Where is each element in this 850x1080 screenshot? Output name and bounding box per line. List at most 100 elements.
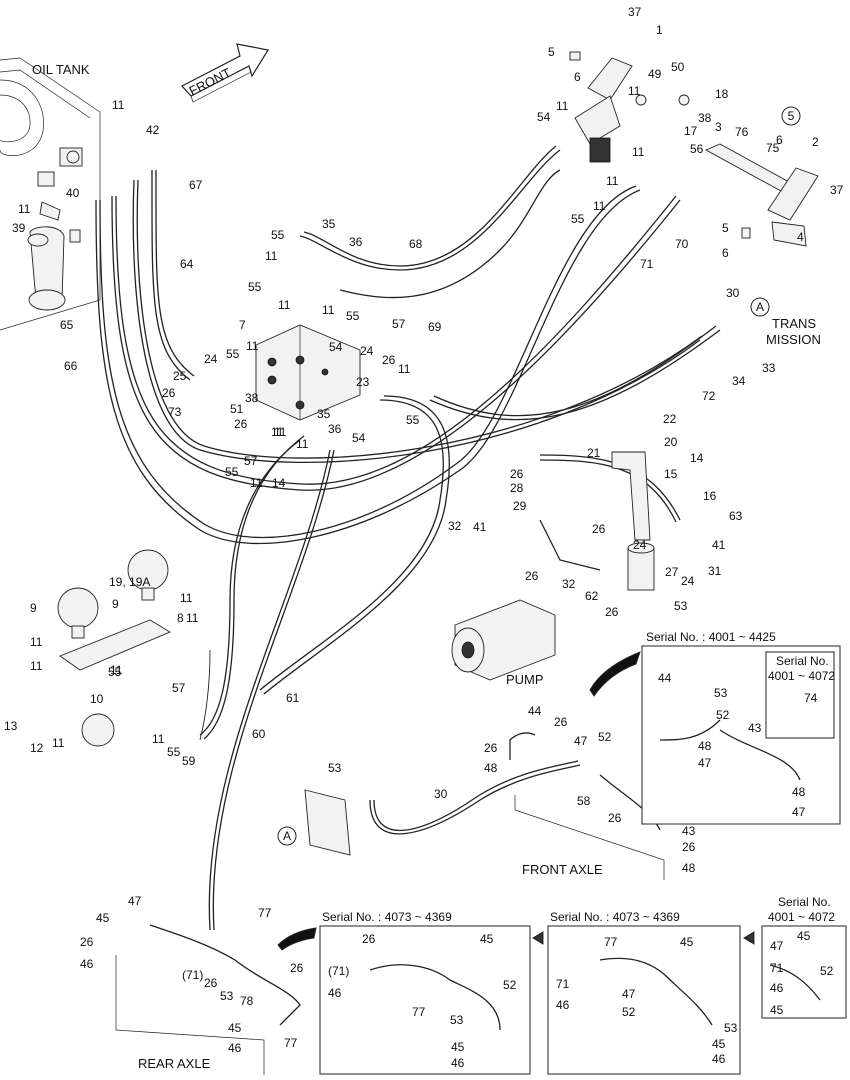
part-number-callout: 11 [606, 174, 619, 188]
part-number-callout: 11 [628, 84, 641, 98]
accumulators [57, 549, 171, 747]
part-number-callout: 33 [762, 361, 776, 375]
part-number-callout: 26 [608, 811, 622, 825]
part-number-callout: 5 [548, 45, 555, 59]
part-number-callout: 4 [797, 230, 804, 244]
part-number-callout: 24 [633, 538, 647, 552]
part-number-callout: 53 [450, 1013, 464, 1027]
part-number-callout: 6 [722, 246, 729, 260]
part-number-callout: 13 [4, 719, 18, 733]
part-number-callout: 26 [382, 353, 396, 367]
part-number-callout: 63 [729, 509, 743, 523]
part-number-callout: 74 [804, 691, 818, 705]
part-number-callout: 66 [64, 359, 78, 373]
control-valve [255, 324, 361, 421]
part-number-callout: 26 [682, 840, 696, 854]
part-number-callout: 53 [674, 599, 688, 613]
part-number-callout: 70 [675, 237, 689, 251]
part-number-callout: 58 [577, 794, 591, 808]
part-number-callout: 26 [80, 935, 94, 949]
part-number-callout: 26 [234, 417, 248, 431]
part-number-callout: 26 [525, 569, 539, 583]
part-number-callout: 46 [228, 1041, 242, 1055]
marker-a-top [750, 297, 770, 317]
part-number-callout: 55 [225, 465, 239, 479]
part-number-callout: 54 [352, 431, 366, 445]
part-number-callout: 52 [598, 730, 612, 744]
part-number-callout: 69 [428, 320, 442, 334]
part-number-callout: 11 [110, 663, 123, 677]
part-number-callout: 34 [732, 374, 746, 388]
part-number-callout: 11 [186, 611, 199, 625]
part-number-callout: 68 [409, 237, 423, 251]
part-number-callout: 24 [204, 352, 218, 366]
part-number-callout: 26 [162, 386, 176, 400]
part-number-callout: 17 [684, 124, 698, 138]
part-number-callout: 2 [812, 135, 819, 149]
mission-label: MISSION [766, 332, 821, 347]
marker-5 [781, 106, 801, 126]
part-number-callout: 43 [748, 721, 762, 735]
serial-labels: Serial No. : 4001 ~ 4425 Serial No. 4001… [322, 630, 835, 924]
part-number-callout: 62 [585, 589, 599, 603]
part-number-callout: 47 [574, 734, 588, 748]
part-number-callout: 55 [571, 212, 585, 226]
part-number-callout: 30 [434, 787, 448, 801]
part-number-callout: 36 [349, 235, 363, 249]
part-number-callout: 41 [473, 520, 487, 534]
part-number-callout: 46 [770, 981, 784, 995]
part-number-callout: 31 [708, 564, 722, 578]
part-number-callout: 24 [360, 344, 374, 358]
part-number-callout: 57 [392, 317, 406, 331]
hoses [95, 145, 721, 1026]
part-number-callout: 24 [681, 574, 695, 588]
part-number-callout: 55 [108, 665, 122, 679]
part-number-callout: 55 [406, 413, 420, 427]
part-number-callout: 11 [250, 476, 263, 490]
part-number-callout: 27 [665, 565, 679, 579]
part-number-callout: 46 [712, 1052, 726, 1066]
part-number-callout: 71 [770, 961, 784, 975]
part-number-callout: 48 [484, 761, 498, 775]
serial-label-4: Serial No. : 4073 ~ 4369 [550, 910, 680, 924]
part-number-callout: 15 [664, 467, 678, 481]
part-number-callout: 46 [80, 957, 94, 971]
part-number-callout: 38 [245, 391, 259, 405]
part-number-callout: 11 [398, 362, 411, 376]
part-number-callout: 11 [556, 99, 569, 113]
bracket-a [304, 789, 351, 856]
part-number-callout: 20 [664, 435, 678, 449]
part-number-callout: 57 [244, 454, 258, 468]
serial-label-3: Serial No. : 4073 ~ 4369 [322, 910, 452, 924]
part-number-callout: 59 [182, 754, 196, 768]
inset-boxes [115, 645, 847, 1075]
part-number-callout: 44 [658, 671, 672, 685]
part-number-callout: 14 [272, 476, 286, 490]
part-number-callout: 45 [770, 1003, 784, 1017]
part-number-callout: 48 [792, 785, 806, 799]
part-number-callout: 23 [356, 375, 370, 389]
part-number-callout: 47 [128, 894, 142, 908]
part-number-callout: 9 [30, 601, 37, 615]
part-number-callout: 42 [146, 123, 160, 137]
part-number-callout: 54 [537, 110, 551, 124]
part-number-callout: 76 [735, 125, 749, 139]
part-number-callout: 11 [593, 199, 606, 213]
marker-a-bottom-text: A [283, 829, 291, 843]
part-number-callout: 38 [698, 111, 712, 125]
part-number-callout: 11 [296, 437, 309, 451]
part-number-callout: 60 [252, 727, 266, 741]
part-number-callout: 10 [90, 692, 104, 706]
part-number-callout: 45 [712, 1037, 726, 1051]
part-number-callout: 3 [715, 120, 722, 134]
oil-tank [0, 57, 101, 331]
part-number-callout: 53 [714, 686, 728, 700]
part-number-callout: 11 [265, 249, 278, 263]
part-number-callout: 18 [715, 87, 729, 101]
trans-label: TRANS [772, 316, 816, 331]
part-number-callout: 47 [792, 805, 806, 819]
part-number-callout: 53 [328, 761, 342, 775]
part-number-callout: 26 [204, 976, 218, 990]
part-number-callout: 55 [226, 347, 240, 361]
marker-5-text: 5 [788, 109, 795, 123]
